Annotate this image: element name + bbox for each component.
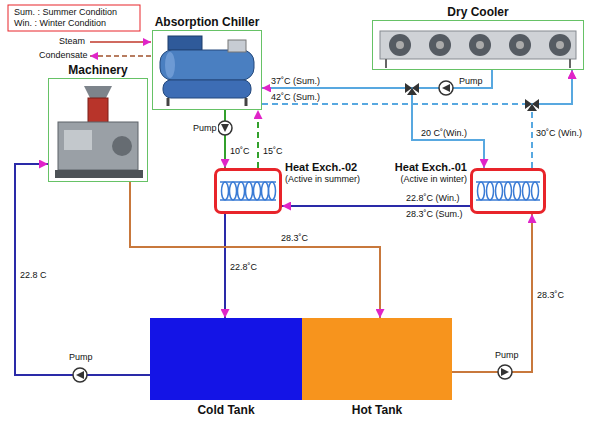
machinery-picture	[55, 86, 143, 178]
valve-symbol	[525, 99, 539, 111]
pump-label: Pump	[458, 76, 484, 87]
pipe-connector	[412, 70, 492, 168]
condensate-pipe	[90, 55, 151, 57]
temperature-label: 28.3˚C	[536, 290, 565, 301]
pump-label: Pump	[68, 352, 94, 363]
equipment-box: Absorption Chiller	[152, 30, 262, 110]
dry-cooler-picture	[380, 31, 576, 68]
pipe-connector	[15, 164, 150, 375]
chiller-picture	[160, 36, 254, 106]
temperature-label: 22.8 C	[19, 270, 48, 281]
equipment-box: Dry Cooler	[372, 20, 584, 70]
pipe-connector	[224, 110, 226, 168]
temperature-label: 42˚C (Sum.)	[270, 92, 321, 103]
temperature-label: 20 C˚(Win.)	[420, 128, 468, 139]
temperature-label: 37˚C (Sum.)	[270, 76, 321, 87]
pipe-connector	[224, 214, 226, 318]
pipe-connector	[262, 70, 572, 104]
legend-frame	[8, 5, 140, 31]
equipment-box: Machinery	[48, 78, 148, 182]
hx01-coil	[476, 182, 540, 200]
pipe-connector	[257, 110, 259, 168]
pipe-connector	[130, 182, 380, 318]
temperature-label: 28.3˚C	[280, 233, 309, 244]
pump-label: Pump	[494, 350, 520, 361]
tank-box: Hot Tank	[302, 318, 452, 400]
node-caption: Heat Exch.-01(Active in winter)	[395, 161, 467, 185]
node-note: (Active in winter)	[395, 174, 467, 185]
pump-symbol	[498, 365, 512, 379]
node-title: Machinery	[68, 63, 127, 77]
node-title: Dry Cooler	[447, 5, 508, 19]
temperature-label: 30˚C (Win.)	[535, 128, 583, 139]
legend-text: Sum. : Summer Condition	[13, 7, 118, 18]
pump-label: Pump	[192, 123, 218, 134]
pump-symbol	[73, 368, 87, 382]
pipe-label: Condensate	[38, 50, 89, 61]
hx02-coil	[220, 182, 276, 200]
pipe-connector	[282, 205, 470, 207]
heat-exchanger-box: Heat Exch.-02(Active in summer)	[214, 168, 282, 214]
node-title: Absorption Chiller	[155, 15, 260, 29]
pipe-connector	[262, 70, 492, 88]
node-heading: Heat Exch.-01	[395, 161, 467, 174]
temperature-label: 15˚C	[262, 146, 284, 157]
temperature-label: 10˚C	[229, 146, 251, 157]
temperature-label: 22.8˚C (Win.)	[405, 193, 461, 204]
pump-symbol	[218, 121, 232, 135]
node-note: (Active in summer)	[285, 174, 360, 185]
node-heading: Heat Exch.-02	[285, 161, 360, 174]
legend-text: Win. : Winter Condition	[13, 18, 107, 29]
temperature-label: 28.3˚C (Sum.)	[405, 209, 464, 220]
pipe-connector	[452, 214, 532, 372]
node-title: Hot Tank	[352, 403, 402, 417]
heat-exchanger-box: Heat Exch.-01(Active in winter)	[470, 168, 546, 214]
pipe-connector	[532, 70, 572, 168]
pump-symbol	[439, 81, 453, 95]
tank-box: Cold Tank	[150, 318, 302, 400]
pipe-label: Steam	[58, 36, 86, 47]
node-title: Cold Tank	[197, 403, 254, 417]
temperature-label: 22.8˚C	[229, 262, 258, 273]
steam-pipe	[90, 41, 151, 43]
valve-symbol	[405, 83, 419, 95]
node-caption: Heat Exch.-02(Active in summer)	[285, 161, 360, 185]
